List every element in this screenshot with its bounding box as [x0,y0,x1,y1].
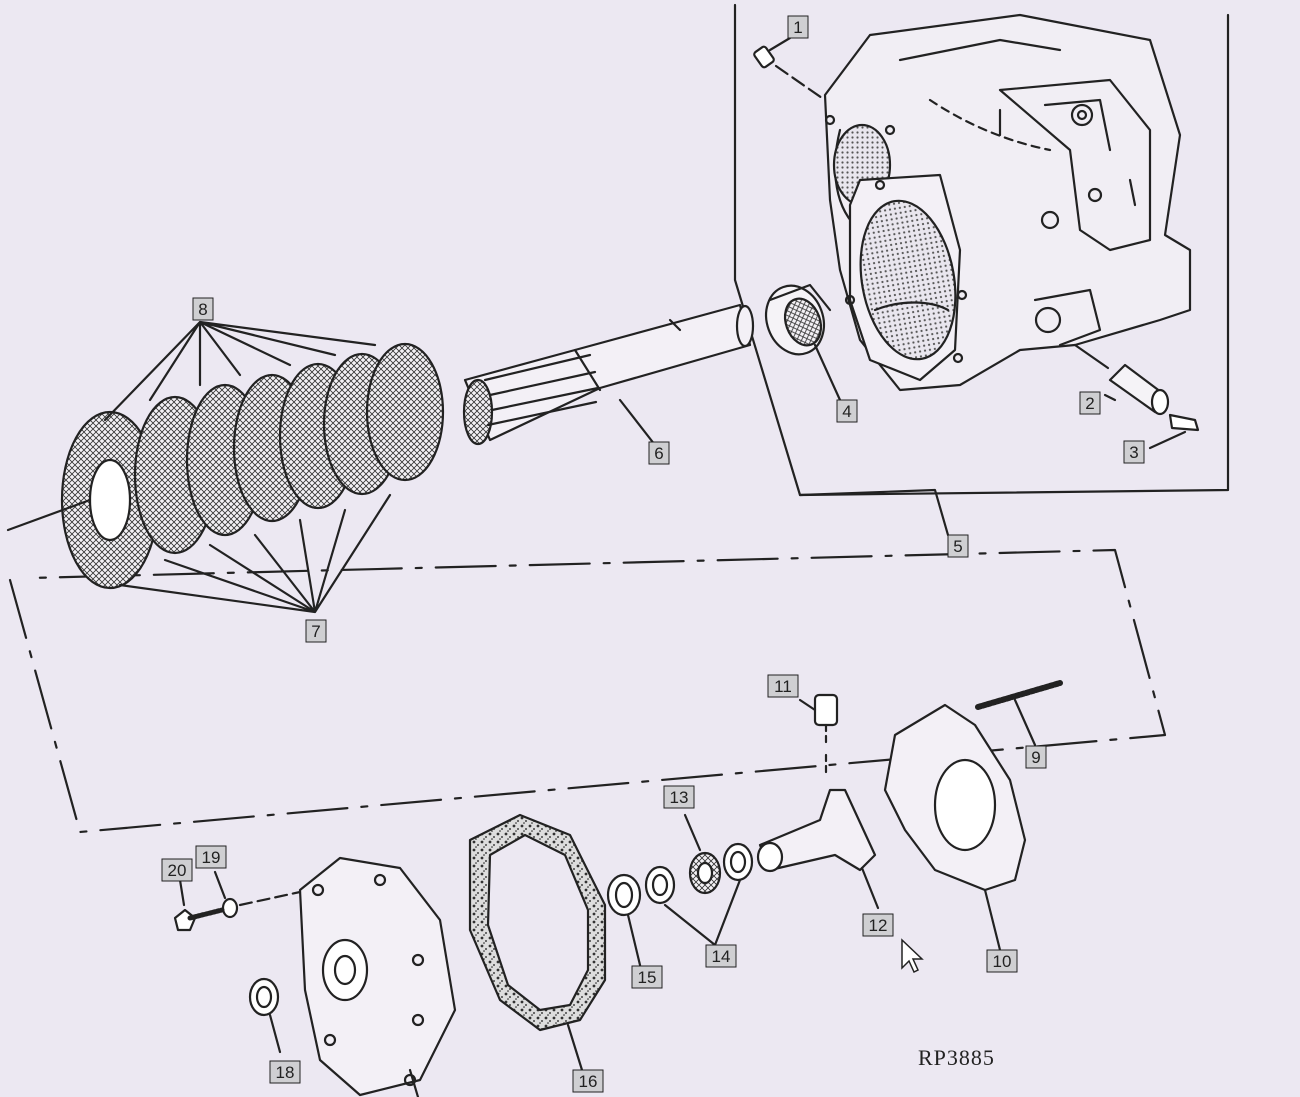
callout-number: 6 [654,444,663,463]
callout-box [572,1069,604,1093]
callout-box [195,845,227,869]
callout-19: 19 [195,845,227,869]
transmission-housing [823,13,1192,392]
callout-box [663,785,695,809]
callout-number: 19 [202,848,221,867]
callout-6: 6 [648,441,670,465]
callout-number: 4 [842,402,851,421]
callout-number: 20 [168,861,187,880]
setscrew-part-1 [753,36,824,100]
callout-number: 3 [1129,443,1138,462]
callout-16: 16 [572,1069,604,1093]
callout-number: 14 [712,947,731,966]
plate-part-10 [883,703,1027,952]
callout-2: 2 [1079,391,1101,415]
callout-number: 7 [311,622,320,641]
spring-part-9 [975,680,1063,747]
callout-box [648,441,670,465]
callout-12: 12 [862,913,894,937]
lower-dashed-frame [8,548,1167,834]
callout-box [305,619,327,643]
bushing-part-15 [606,873,642,967]
callout-box [767,674,799,698]
callout-5: 5 [947,534,969,558]
clutch-disc-pack [6,320,445,614]
callout-number: 8 [198,300,207,319]
callout-box [1123,440,1145,464]
mouse-pointer-icon [901,938,924,974]
callout-number: 9 [1031,748,1040,767]
callout-box [161,858,193,882]
callout-9: 9 [1025,745,1047,769]
callout-15: 15 [631,965,663,989]
callout-box [1079,391,1101,415]
gasket-part-16 [468,813,607,1072]
callout-box [862,913,894,937]
callout-number: 1 [793,18,802,37]
callout-number: 11 [774,677,792,696]
callout-number: 18 [276,1063,295,1082]
callout-8: 8 [192,297,214,321]
washers-part-14 [644,842,754,947]
callout-box [269,1060,301,1084]
callout-13: 13 [663,785,695,809]
callout-number: 13 [670,788,689,807]
callout-box [986,949,1018,973]
callout-number: 16 [579,1072,598,1091]
callout-number: 5 [953,537,962,556]
bushing-part-4 [764,283,842,402]
callout-box [947,534,969,558]
callout-number: 12 [869,916,888,935]
callout-box [192,297,214,321]
fitting-part-11 [798,693,839,777]
callout-14: 14 [705,944,737,968]
reference-code: RP3885 [918,1045,995,1070]
callout-1: 1 [787,15,809,39]
fitting-part-3 [1148,413,1200,450]
valve-part-2 [1073,343,1170,416]
callout-3: 3 [1123,440,1145,464]
callout-box [787,15,809,39]
callout-number: 10 [993,952,1012,971]
callout-20: 20 [161,858,193,882]
callout-7: 7 [305,619,327,643]
housing-leader-5 [798,488,950,537]
lever-part-12 [756,788,880,910]
bolt-part-20 [173,878,225,932]
cover-plate [238,856,457,1097]
callout-11: 11 [767,674,799,698]
callout-number: 2 [1085,394,1094,413]
shaft-part-6 [462,303,755,447]
callout-box [705,944,737,968]
callout-18: 18 [269,1060,301,1084]
callout-box [1025,745,1047,769]
callout-box [836,399,858,423]
callout-number: 15 [638,968,657,987]
seal-part-18 [248,977,282,1054]
callout-4: 4 [836,399,858,423]
callout-box [631,965,663,989]
washer-part-13 [683,813,722,895]
callout-10: 10 [986,949,1018,973]
